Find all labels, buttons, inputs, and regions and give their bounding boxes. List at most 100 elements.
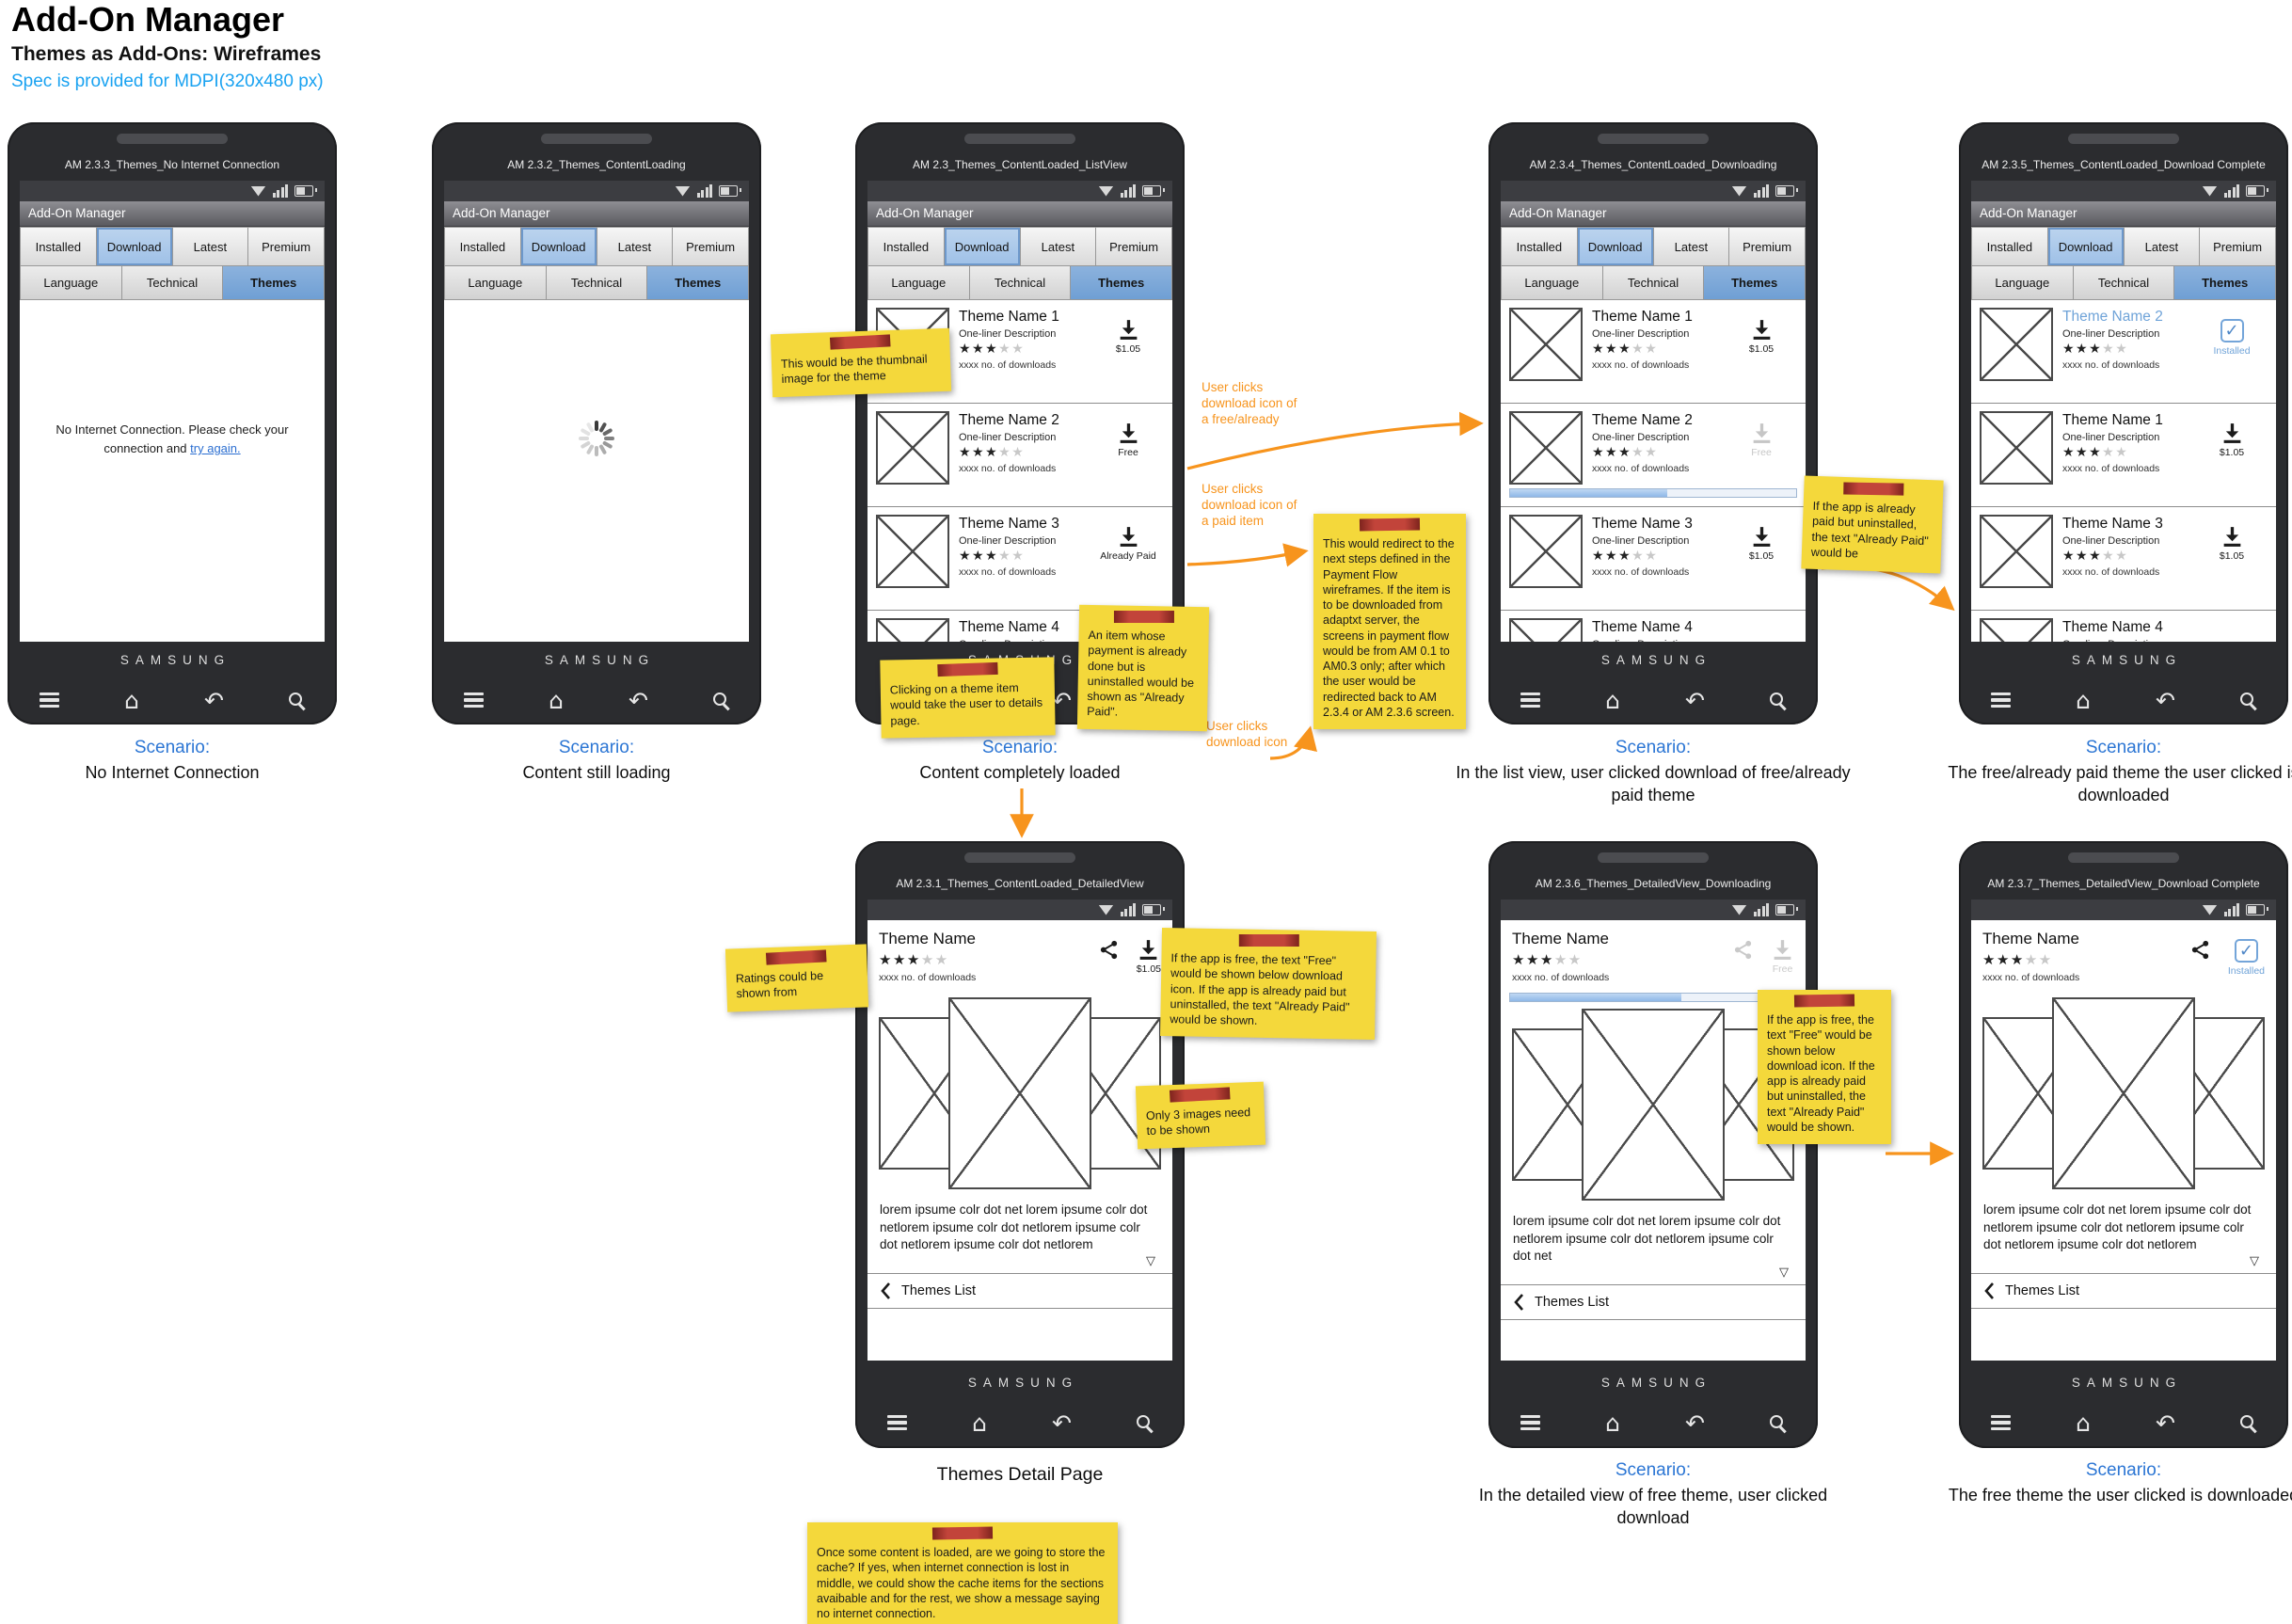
tab-latest[interactable]: Latest bbox=[597, 227, 674, 266]
tab-download[interactable]: Download bbox=[944, 227, 1021, 266]
search-icon[interactable] bbox=[288, 692, 305, 709]
download-icon[interactable] bbox=[1750, 319, 1774, 341]
menu-icon[interactable] bbox=[887, 1411, 907, 1433]
home-icon[interactable]: ⌂ bbox=[2076, 686, 2091, 714]
expand-more-icon[interactable]: ▽ bbox=[2250, 1253, 2259, 1268]
search-icon[interactable] bbox=[2239, 1414, 2256, 1431]
theme-list-item[interactable]: Theme Name 2 One-liner Description ★★★★★… bbox=[867, 404, 1172, 507]
back-icon[interactable]: ↶ bbox=[628, 686, 648, 714]
search-icon[interactable] bbox=[1769, 692, 1786, 709]
subtab-technical[interactable]: Technical bbox=[2073, 266, 2175, 300]
subtab-language[interactable]: Language bbox=[1971, 266, 2074, 300]
screenshot-main[interactable] bbox=[1582, 1009, 1725, 1201]
themes-list-back-button[interactable]: Themes List bbox=[1501, 1283, 1806, 1320]
theme-list-item[interactable]: Theme Name 4 One-liner Description bbox=[1971, 611, 2276, 642]
theme-list-item-downloading[interactable]: Theme Name 2 One-liner Description ★★★★★… bbox=[1501, 404, 1806, 507]
subtab-language[interactable]: Language bbox=[444, 266, 547, 300]
tab-download[interactable]: Download bbox=[96, 227, 173, 266]
subtab-themes[interactable]: Themes bbox=[1704, 266, 1806, 300]
tab-installed[interactable]: Installed bbox=[444, 227, 521, 266]
themes-list-back-button[interactable]: Themes List bbox=[867, 1272, 1172, 1309]
subtab-technical[interactable]: Technical bbox=[969, 266, 1072, 300]
screenshot-main[interactable] bbox=[948, 997, 1091, 1189]
home-icon[interactable]: ⌂ bbox=[124, 686, 139, 714]
tab-premium[interactable]: Premium bbox=[1729, 227, 1806, 266]
tab-latest[interactable]: Latest bbox=[2124, 227, 2201, 266]
tab-latest[interactable]: Latest bbox=[172, 227, 249, 266]
theme-list-item[interactable]: Theme Name 3 One-liner Description ★★★★★… bbox=[1971, 507, 2276, 611]
subtab-themes[interactable]: Themes bbox=[2174, 266, 2276, 300]
subtab-language[interactable]: Language bbox=[1501, 266, 1603, 300]
subtab-themes[interactable]: Themes bbox=[1071, 266, 1172, 300]
tab-installed[interactable]: Installed bbox=[20, 227, 97, 266]
search-icon[interactable] bbox=[1136, 1414, 1153, 1431]
themes-list-back-button[interactable]: Themes List bbox=[1971, 1272, 2276, 1309]
home-icon[interactable]: ⌂ bbox=[972, 1409, 987, 1437]
tab-latest[interactable]: Latest bbox=[1653, 227, 1730, 266]
tab-premium[interactable]: Premium bbox=[673, 227, 749, 266]
try-again-link[interactable]: try again. bbox=[190, 441, 241, 456]
tab-download[interactable]: Download bbox=[520, 227, 597, 266]
theme-list-item[interactable]: Theme Name 4 One-liner Description bbox=[1501, 611, 1806, 642]
home-icon[interactable]: ⌂ bbox=[1605, 1409, 1620, 1437]
price-label: $1.05 bbox=[1748, 343, 1775, 355]
detail-header: Theme Name ★★★★★ xxxx no. of downloads ✓… bbox=[1971, 920, 2276, 991]
download-icon[interactable] bbox=[1117, 319, 1140, 341]
search-icon[interactable] bbox=[1769, 1414, 1786, 1431]
menu-icon[interactable] bbox=[40, 689, 59, 710]
home-icon[interactable]: ⌂ bbox=[549, 686, 564, 714]
tab-installed[interactable]: Installed bbox=[1501, 227, 1578, 266]
tab-download[interactable]: Download bbox=[1577, 227, 1654, 266]
theme-thumbnail bbox=[1509, 411, 1583, 485]
back-icon[interactable]: ↶ bbox=[2155, 686, 2175, 714]
back-icon[interactable]: ↶ bbox=[1051, 1409, 1072, 1437]
theme-list-item[interactable]: Theme Name 1 One-liner Description ★★★★★… bbox=[1501, 300, 1806, 404]
subtab-technical[interactable]: Technical bbox=[121, 266, 224, 300]
back-icon[interactable]: ↶ bbox=[1684, 1409, 1705, 1437]
expand-more-icon[interactable]: ▽ bbox=[1146, 1253, 1155, 1268]
back-icon[interactable]: ↶ bbox=[203, 686, 224, 714]
tab-installed[interactable]: Installed bbox=[867, 227, 945, 266]
menu-icon[interactable] bbox=[1991, 689, 2011, 710]
download-icon[interactable] bbox=[1137, 939, 1160, 961]
theme-list-item-installed[interactable]: Theme Name 2 One-liner Description ★★★★★… bbox=[1971, 300, 2276, 404]
tab-download[interactable]: Download bbox=[2047, 227, 2125, 266]
tab-premium[interactable]: Premium bbox=[1096, 227, 1172, 266]
search-icon[interactable] bbox=[2239, 692, 2256, 709]
subtab-technical[interactable]: Technical bbox=[1602, 266, 1705, 300]
subtab-language[interactable]: Language bbox=[867, 266, 970, 300]
theme-list-item[interactable]: Theme Name 3 One-liner Description ★★★★★… bbox=[867, 507, 1172, 611]
installed-checkbox-icon[interactable]: ✓ bbox=[2234, 939, 2258, 963]
back-icon[interactable]: ↶ bbox=[2155, 1409, 2175, 1437]
home-icon[interactable]: ⌂ bbox=[2076, 1409, 2091, 1437]
installed-checkbox-icon[interactable]: ✓ bbox=[2220, 319, 2244, 342]
menu-icon[interactable] bbox=[1991, 1411, 2011, 1433]
download-icon[interactable] bbox=[2220, 422, 2244, 444]
subtab-technical[interactable]: Technical bbox=[546, 266, 648, 300]
download-icon[interactable] bbox=[2220, 526, 2244, 548]
search-icon[interactable] bbox=[712, 692, 729, 709]
theme-list-item[interactable]: Theme Name 1 One-liner Description ★★★★★… bbox=[1971, 404, 2276, 507]
subtab-themes[interactable]: Themes bbox=[223, 266, 325, 300]
subtab-themes[interactable]: Themes bbox=[647, 266, 749, 300]
expand-more-icon[interactable]: ▽ bbox=[1779, 1265, 1789, 1280]
menu-icon[interactable] bbox=[1520, 689, 1540, 710]
tab-premium[interactable]: Premium bbox=[248, 227, 325, 266]
theme-list-item[interactable]: Theme Name 3 One-liner Description ★★★★★… bbox=[1501, 507, 1806, 611]
tab-installed[interactable]: Installed bbox=[1971, 227, 2048, 266]
home-icon[interactable]: ⌂ bbox=[1605, 686, 1620, 714]
back-icon[interactable]: ↶ bbox=[1684, 686, 1705, 714]
download-icon[interactable] bbox=[1117, 526, 1140, 548]
menu-icon[interactable] bbox=[464, 689, 484, 710]
screenshot-main[interactable] bbox=[2052, 997, 2195, 1189]
back-icon[interactable]: ↶ bbox=[1051, 686, 1072, 714]
download-icon[interactable] bbox=[1750, 526, 1774, 548]
menu-icon[interactable] bbox=[1520, 1411, 1540, 1433]
share-icon[interactable] bbox=[2189, 939, 2211, 961]
subtab-language[interactable]: Language bbox=[20, 266, 122, 300]
tab-latest[interactable]: Latest bbox=[1020, 227, 1097, 266]
share-icon[interactable] bbox=[1098, 939, 1120, 961]
download-icon[interactable] bbox=[1117, 422, 1140, 444]
tab-premium[interactable]: Premium bbox=[2200, 227, 2276, 266]
theme-list-item[interactable]: Theme Name 4 One-liner Description bbox=[867, 611, 1172, 642]
